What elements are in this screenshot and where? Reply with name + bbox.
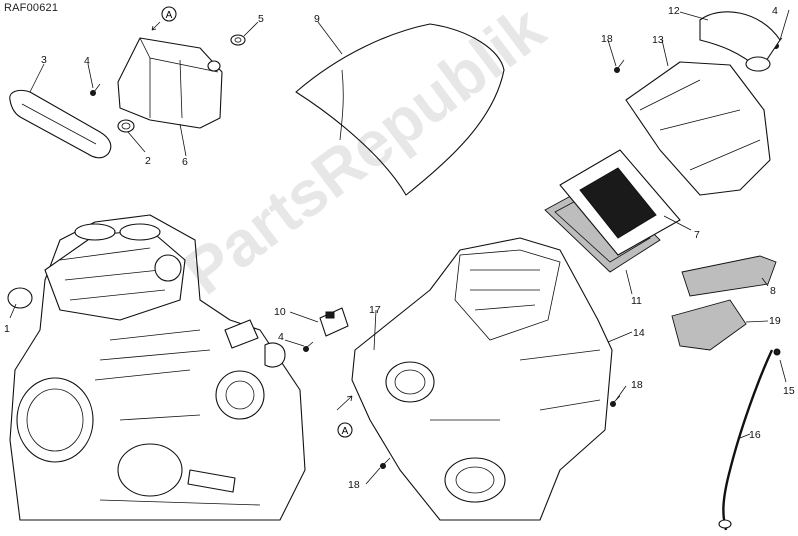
fitting-part-2[interactable]: [117, 119, 135, 133]
callout-4-middle: 4: [278, 331, 284, 343]
cover-part-9[interactable]: [295, 23, 505, 196]
callout-14: 14: [633, 327, 645, 339]
duct-part-12[interactable]: [699, 11, 781, 72]
drain-tube-part-16[interactable]: [718, 349, 774, 531]
breather-box-part-6[interactable]: [117, 37, 223, 129]
callout-10: 10: [274, 306, 286, 318]
callout-4-left: 4: [84, 55, 90, 67]
callout-18-right: 18: [631, 379, 643, 391]
callout-17: 17: [369, 304, 381, 316]
callout-19: 19: [769, 315, 781, 327]
callout-12: 12: [668, 5, 680, 17]
callout-5: 5: [258, 13, 264, 25]
callout-8: 8: [770, 285, 776, 297]
pad-part-8[interactable]: [681, 255, 777, 297]
callout-6: 6: [182, 156, 188, 168]
sensor-part-10[interactable]: [319, 307, 349, 337]
figure-code: RAF00621: [4, 2, 59, 14]
callout-18-top: 18: [601, 33, 613, 45]
marker-a-bottom-label: A: [342, 426, 349, 437]
hose-part-3[interactable]: [9, 89, 112, 159]
callout-2: 2: [145, 155, 151, 167]
callout-11: 11: [631, 295, 642, 307]
engine-assembly[interactable]: [9, 214, 306, 521]
gasket-part-5[interactable]: [230, 34, 246, 46]
callout-4-upper-right: 4: [772, 5, 778, 17]
callout-13: 13: [652, 34, 664, 46]
callout-7: 7: [694, 229, 700, 241]
filter-frame-part-7[interactable]: [559, 149, 681, 256]
plate-part-19[interactable]: [671, 299, 747, 351]
callout-15: 15: [783, 385, 795, 397]
callout-18-bottom: 18: [348, 479, 360, 491]
callout-labels: 3 1 2 4 4 4 5 6 7 8 9 10 11 12 13 14 15 …: [4, 5, 795, 491]
callout-3: 3: [41, 54, 47, 66]
callout-9: 9: [314, 13, 320, 25]
clamp-part-1[interactable]: [7, 287, 33, 309]
clip-part-15[interactable]: [773, 348, 781, 356]
screw-part-18-top[interactable]: [614, 59, 625, 73]
callout-1: 1: [4, 323, 10, 335]
screw-part-18-bottom[interactable]: [380, 457, 391, 469]
marker-a-top-label: A: [166, 10, 173, 21]
marker-a-top: A: [151, 6, 177, 31]
screw-part-4-middle[interactable]: [303, 341, 314, 352]
callout-16: 16: [749, 429, 761, 441]
leader-lines: [9, 9, 790, 485]
airbox-part-14[interactable]: [351, 237, 613, 521]
screw-part-18-right[interactable]: [610, 395, 621, 407]
screw-part-4-left[interactable]: [90, 83, 101, 96]
upper-cover-part-13[interactable]: [625, 61, 771, 196]
marker-a-bottom: A: [336, 395, 353, 438]
